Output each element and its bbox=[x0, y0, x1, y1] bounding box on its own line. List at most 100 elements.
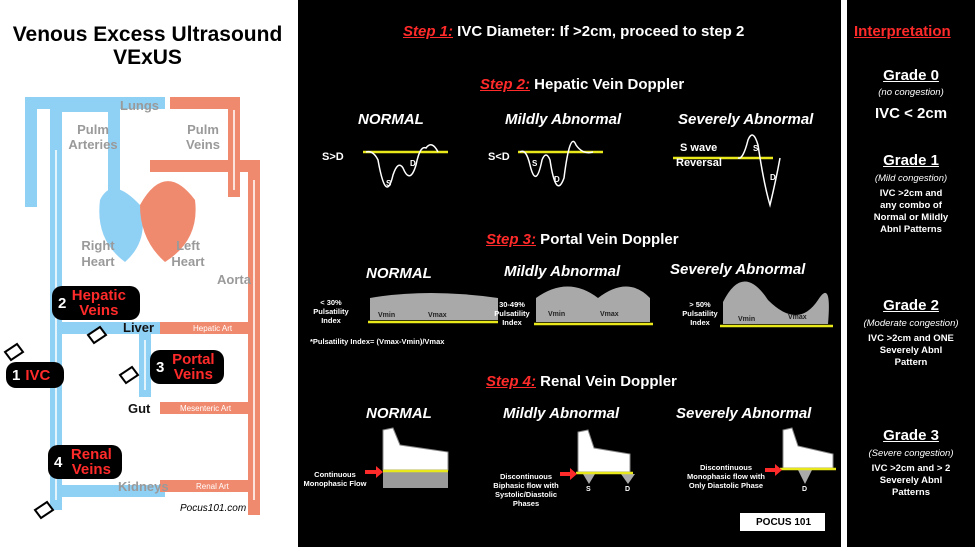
renal-art-vessel bbox=[160, 480, 260, 492]
portal-severe-wave bbox=[723, 281, 829, 324]
hepatic-mild-d: D bbox=[554, 175, 560, 184]
portal-normal-vmax: Vmax bbox=[428, 312, 447, 319]
renal-normal-below bbox=[383, 472, 448, 488]
portal-mild-heading: Mildly Abnormal bbox=[504, 263, 621, 280]
grade-0-title: Grade 0 bbox=[883, 67, 939, 84]
label-hepatic-art: Hepatic Art bbox=[193, 324, 233, 333]
badge-portal-veins: 3 Portal Veins bbox=[150, 350, 224, 384]
portal-waveforms bbox=[370, 281, 829, 324]
hepatic-art-vessel bbox=[160, 322, 260, 334]
pulm-vein-vessel bbox=[170, 97, 240, 109]
label-lungs: Lungs bbox=[120, 98, 159, 113]
label-gut: Gut bbox=[128, 401, 151, 416]
probe-icons bbox=[3, 325, 140, 520]
renal-mild-d: D bbox=[625, 486, 631, 493]
pulm-artery-vessel bbox=[25, 97, 165, 109]
portal-severe-vmax: Vmax bbox=[788, 314, 807, 321]
renal-severe-label: Discontinuous Monophasic flow with Only … bbox=[687, 463, 765, 490]
hepatic-normal-heading: NORMAL bbox=[358, 111, 424, 128]
portal-severe-label: > 50% Pulsatility Index bbox=[682, 300, 718, 327]
step2-heading: Step 2: Hepatic Vein Doppler bbox=[480, 76, 685, 93]
label-pulm-veins: Pulm Veins bbox=[186, 122, 220, 152]
hepatic-normal-d: D bbox=[410, 159, 416, 168]
renal-mild-wave bbox=[577, 429, 631, 473]
aortic-arch-vessel bbox=[150, 160, 260, 172]
circulation-diagram bbox=[3, 97, 260, 520]
hepatic-mild-heading: Mildly Abnormal bbox=[505, 111, 622, 128]
label-mesenteric-art: Mesenteric Art bbox=[180, 404, 232, 413]
badge-hepatic-label: Hepatic Veins bbox=[71, 287, 126, 319]
pocus101-logo: POCUS 101 bbox=[756, 517, 812, 528]
grade-2-text: IVC >2cm and ONE Severely Abnl Pattern bbox=[868, 333, 954, 368]
hepatic-normal-label: S>D bbox=[322, 151, 344, 163]
grade-3-text: IVC >2cm and > 2 Severely Abnl Patterns bbox=[871, 463, 951, 498]
label-left-heart: Left Heart bbox=[171, 238, 205, 269]
badge-hepatic-number: 2 bbox=[58, 294, 67, 312]
portal-severe-vmin: Vmin bbox=[738, 316, 756, 323]
renal-mild-heading: Mildly Abnormal bbox=[503, 405, 620, 422]
logo-box bbox=[740, 513, 825, 531]
label-right-heart: Right Heart bbox=[81, 238, 115, 269]
badge-ivc-number: 1 bbox=[12, 366, 21, 384]
diagram-subtitle: VExUS bbox=[113, 46, 182, 69]
grade-1-sub: (Mild congestion) bbox=[874, 173, 948, 184]
diagram-title: Venous Excess Ultrasound bbox=[12, 23, 283, 46]
probe-icon bbox=[118, 365, 140, 385]
portal-normal-heading: NORMAL bbox=[366, 265, 432, 282]
venous-system bbox=[25, 97, 165, 510]
label-renal-art: Renal Art bbox=[196, 482, 229, 491]
label-aorta: Aorta bbox=[217, 272, 251, 287]
hepatic-severe-label-1: S wave bbox=[680, 142, 718, 154]
grade-2-sub: (Moderate congestion) bbox=[863, 318, 959, 329]
badge-renal-number: 4 bbox=[54, 453, 63, 471]
interpretation-heading: Interpretation bbox=[854, 23, 951, 40]
grade-1-title: Grade 1 bbox=[883, 152, 939, 169]
portal-normal-vmin: Vmin bbox=[378, 312, 396, 319]
badge-portal-number: 3 bbox=[156, 358, 165, 376]
portal-formula: *Pulsatility Index= (Vmax-Vmin)/Vmax bbox=[310, 337, 445, 346]
grade-2-title: Grade 2 bbox=[883, 297, 939, 314]
portal-mild-vmax: Vmax bbox=[600, 311, 619, 318]
hepatic-normal-s: S bbox=[386, 179, 392, 188]
portal-severe-heading: Severely Abnormal bbox=[670, 261, 806, 278]
hepatic-severe-s: S bbox=[753, 144, 759, 153]
hepatic-severe-wave bbox=[737, 134, 781, 208]
badge-renal-label: Renal Veins bbox=[70, 446, 112, 478]
badge-renal-veins: 4 Renal Veins bbox=[48, 445, 122, 479]
hepatic-vein-vessel bbox=[50, 322, 165, 334]
portal-normal-label: < 30% Pulsatility Index bbox=[313, 298, 349, 325]
hepatic-normal-wave bbox=[365, 144, 439, 188]
interpretation-panel: Interpretation Grade 0 (no congestion) I… bbox=[847, 0, 975, 547]
grade-1-text: IVC >2cm and any combo of Normal or Mild… bbox=[873, 188, 949, 235]
badge-portal-label: Portal Veins bbox=[172, 351, 215, 383]
hepatic-mild-label: S<D bbox=[488, 151, 510, 163]
probe-icon bbox=[3, 342, 25, 362]
arterial-system bbox=[140, 97, 260, 515]
mesenteric-art-vessel bbox=[160, 402, 260, 414]
step1-heading: Step 1: IVC Diameter: If >2cm, proceed t… bbox=[403, 23, 745, 40]
hepatic-severe-d: D bbox=[770, 173, 776, 182]
portal-mild-vmin: Vmin bbox=[548, 311, 566, 318]
hepatic-mild-s: S bbox=[532, 159, 538, 168]
label-liver: Liver bbox=[123, 320, 155, 335]
renal-severe-heading: Severely Abnormal bbox=[676, 405, 812, 422]
credit-text: Pocus101.com bbox=[180, 503, 247, 514]
renal-normal-wave bbox=[382, 427, 449, 471]
step4-heading: Step 4: Renal Vein Doppler bbox=[486, 373, 677, 390]
left-heart-shape bbox=[140, 181, 196, 262]
doppler-waveforms bbox=[363, 134, 836, 531]
label-kidneys: Kidneys bbox=[118, 479, 169, 494]
doppler-steps-panel: Step 1: IVC Diameter: If >2cm, proceed t… bbox=[298, 0, 841, 547]
portal-mild-wave bbox=[536, 286, 650, 322]
probe-icon bbox=[86, 325, 108, 345]
renal-mild-label: Discontinuous Biphasic flow with Systoli… bbox=[493, 472, 559, 508]
grade-3-title: Grade 3 bbox=[883, 427, 939, 444]
hepatic-severe-heading: Severely Abnormal bbox=[678, 111, 814, 128]
renal-waveforms bbox=[382, 427, 834, 488]
label-pulm-arteries: Pulm Arteries bbox=[68, 122, 118, 152]
renal-severe-wave bbox=[782, 427, 834, 469]
renal-normal-label: Continuous Monophasic Flow bbox=[303, 470, 367, 488]
grade-0-sub: (no congestion) bbox=[878, 87, 944, 98]
badge-ivc-label: IVC bbox=[25, 366, 51, 384]
badge-ivc: 1 IVC bbox=[6, 362, 64, 388]
